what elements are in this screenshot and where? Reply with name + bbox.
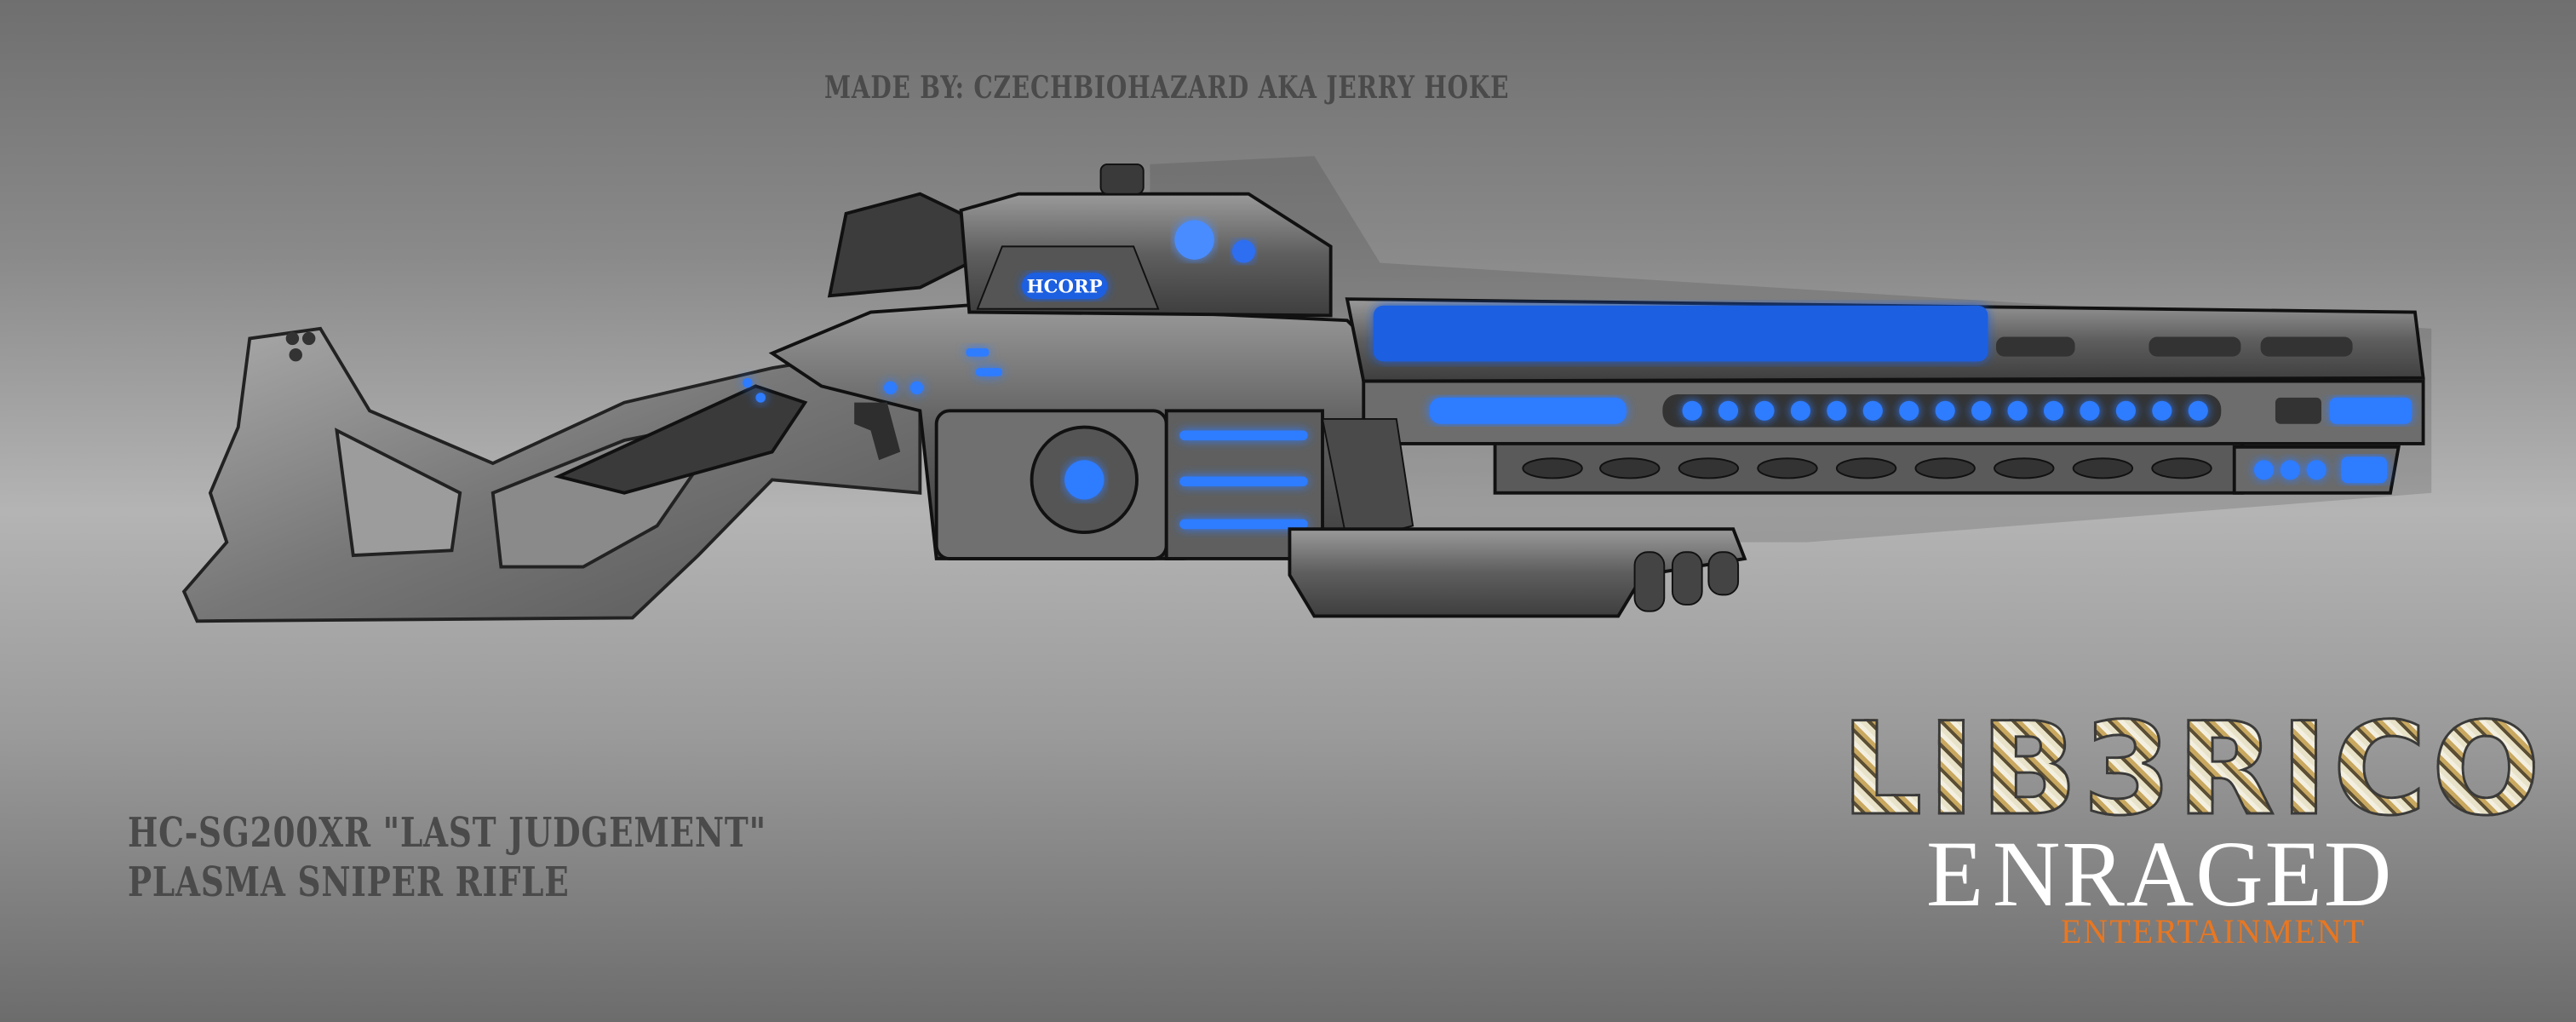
librico-logo: LIB3RICO [1839, 696, 2546, 844]
weapon-type: PLASMA SNIPER RIFLE [128, 858, 570, 906]
rifle-foregrip [1288, 527, 1747, 618]
enraged-entertainment-subtitle: ENTERTAINMENT [2061, 912, 2367, 950]
barrel-energy-panel [1373, 305, 1988, 362]
enraged-logo: NRAGED [1993, 822, 2394, 926]
hcorp-label: HCORP [1027, 276, 1103, 297]
enraged-logo-initial: E [1926, 822, 1984, 926]
weapon-name: HC-SG200XR "LAST JUDGEMENT" [128, 809, 766, 857]
rifle-stock [181, 326, 922, 623]
rifle-scope: HCORP [827, 163, 1333, 318]
rifle-barrel [1345, 297, 2425, 495]
rifle-magazine [934, 409, 1414, 560]
artist-credit: MADE BY: CZECHBIOHAZARD AKA JERRY HOKE [824, 70, 1510, 106]
